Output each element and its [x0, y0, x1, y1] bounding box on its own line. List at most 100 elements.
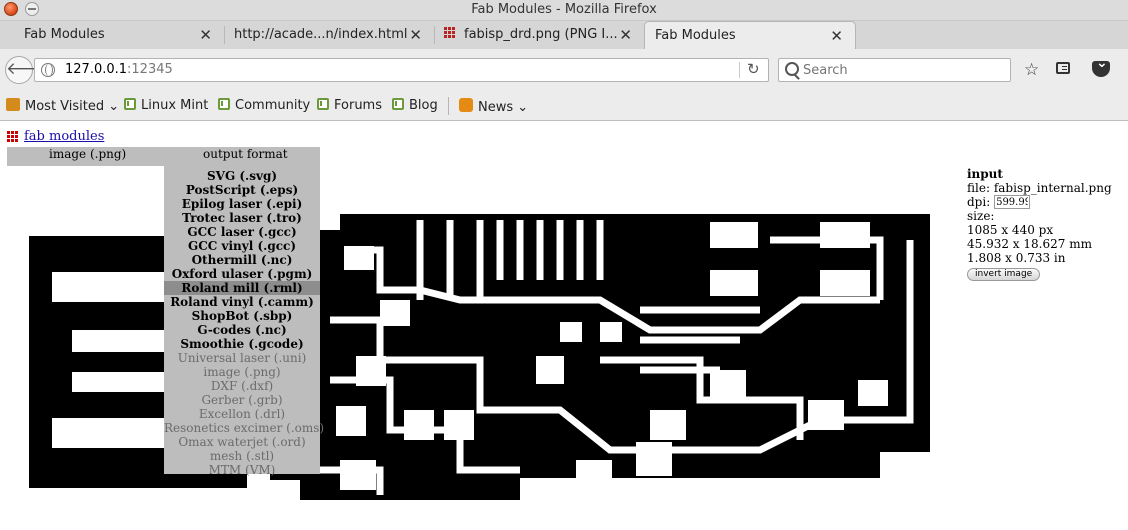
format-option: DXF (.dxf) [210, 379, 274, 393]
fab-favicon-icon [444, 27, 456, 39]
tab-academy-index[interactable]: http://acade...n/index.html ✕ [224, 21, 434, 49]
pcb-pad [52, 272, 164, 302]
pocket-icon[interactable] [1092, 55, 1110, 77]
format-option[interactable]: Trotec laser (.tro) [182, 211, 302, 225]
input-dpi-row: dpi: [967, 195, 1112, 209]
site-info-globe-icon[interactable] [41, 63, 55, 77]
window-title: Fab Modules - Mozilla Firefox [471, 2, 657, 17]
reading-list-icon[interactable] [1056, 62, 1070, 74]
input-format-selector[interactable]: image (.png) [49, 147, 127, 161]
chevron-down-icon: ⌄ [517, 100, 529, 115]
format-option: mesh (.stl) [209, 449, 275, 463]
url-host: 127.0.0.1 [65, 62, 128, 77]
search-icon [785, 62, 799, 76]
bookmark-label: Linux Mint [141, 98, 209, 113]
bookmark-blog[interactable]: Blog [392, 98, 438, 113]
url-divider [739, 62, 740, 78]
mint-icon [392, 98, 404, 110]
size-mm: 45.932 x 18.627 mm [967, 237, 1092, 251]
folder-icon [6, 98, 20, 111]
bookmarks-toolbar: Most Visited ⌄ Linux Mint Community Foru… [0, 93, 1128, 121]
bookmark-most-visited[interactable]: Most Visited ⌄ [6, 98, 119, 114]
tab-label: http://acade...n/index.html [234, 27, 408, 42]
bookmark-label: Community [235, 98, 311, 113]
fab-logo-icon [7, 131, 19, 143]
chevron-down-icon: ⌄ [108, 99, 120, 114]
tab-close-icon[interactable]: ✕ [409, 26, 422, 44]
pcb-pad [52, 418, 164, 448]
bookmark-separator [448, 97, 449, 115]
input-info-panel: input file: fabisp_internal.png dpi: siz… [967, 167, 1112, 281]
format-option[interactable]: GCC vinyl (.gcc) [187, 239, 297, 253]
bookmark-label: News [478, 100, 514, 115]
format-option[interactable]: Roland vinyl (.camm) [170, 295, 314, 309]
dpi-label: dpi: [967, 195, 991, 209]
format-option: Gerber (.grb) [201, 393, 283, 407]
invert-image-button[interactable]: invert image [967, 267, 1041, 281]
input-heading: input [967, 167, 1003, 181]
bookmark-linux-mint[interactable]: Linux Mint [124, 98, 208, 113]
bookmark-label: Blog [409, 98, 438, 113]
reload-icon[interactable]: ↻ [747, 60, 760, 78]
file-name: fabisp_internal.png [993, 181, 1112, 195]
format-option[interactable]: Roland mill (.rml) [164, 281, 320, 295]
window-close-icon[interactable] [4, 2, 18, 16]
tab-label: Fab Modules [655, 28, 736, 43]
rss-icon [459, 98, 473, 112]
navigation-toolbar: 🡐 127.0.0.1:12345 ↻ ☆ [0, 49, 1128, 93]
format-option[interactable]: Oxford ulaser (.pgm) [171, 267, 313, 281]
mint-icon [218, 98, 230, 110]
format-option: Excellon (.drl) [198, 407, 286, 421]
size-in: 1.808 x 0.733 in [967, 251, 1066, 265]
tab-fab-modules-active[interactable]: Fab Modules ✕ [644, 21, 856, 49]
back-arrow-icon[interactable]: 🡐 [5, 56, 52, 84]
pcb-pad [72, 330, 164, 352]
mint-icon [317, 98, 329, 110]
input-file-row: file: fabisp_internal.png [967, 181, 1112, 195]
tab-fabisp-png[interactable]: fabisp_drd.png (PNG I... ✕ [434, 21, 644, 49]
format-option: Universal laser (.uni) [177, 351, 307, 365]
format-option[interactable]: GCC laser (.gcc) [187, 225, 297, 239]
pcb-pad [72, 372, 164, 392]
format-option[interactable]: PostScript (.eps) [185, 183, 299, 197]
format-option[interactable]: G-codes (.nc) [197, 323, 287, 337]
tab-label: fabisp_drd.png (PNG I... [464, 27, 618, 42]
format-option: MTM (VM) [208, 463, 276, 477]
format-option: Resonetics excimer (.oms) [164, 421, 325, 435]
format-option: image (.png) [203, 365, 281, 379]
format-option[interactable]: Smoothie (.gcode) [180, 337, 304, 351]
window-minimize-icon[interactable] [25, 2, 39, 16]
bookmark-label: Forums [334, 98, 382, 113]
url-port: :12345 [127, 62, 173, 77]
mint-icon [124, 98, 136, 110]
window-titlebar: Fab Modules - Mozilla Firefox [0, 0, 1128, 21]
file-label: file: [967, 181, 990, 195]
tab-fab-modules-1[interactable]: Fab Modules ✕ [0, 21, 224, 49]
tab-close-icon[interactable]: ✕ [619, 26, 632, 44]
bookmark-community[interactable]: Community [218, 98, 310, 113]
bookmark-forums[interactable]: Forums [317, 98, 382, 113]
fab-modules-link[interactable]: fab modules [24, 129, 105, 144]
tab-label: Fab Modules [24, 27, 105, 42]
format-option[interactable]: SVG (.svg) [206, 169, 278, 183]
format-option[interactable]: ShopBot (.sbp) [191, 309, 293, 323]
search-box[interactable] [778, 58, 1011, 82]
tab-strip: Fab Modules ✕ http://acade...n/index.htm… [0, 21, 1128, 69]
format-option[interactable]: Epilog laser (.epi) [181, 197, 303, 211]
output-format-menu: SVG (.svg)PostScript (.eps)Epilog laser … [164, 166, 325, 477]
size-label: size: [967, 209, 995, 223]
bookmark-star-icon[interactable]: ☆ [1024, 60, 1040, 80]
format-control-bar: image (.png) output format [7, 147, 320, 166]
bookmark-label: Most Visited [25, 99, 105, 114]
tab-close-icon[interactable]: ✕ [199, 26, 212, 44]
pcb-pads [336, 222, 888, 490]
bookmark-news[interactable]: News ⌄ [459, 98, 528, 115]
url-bar[interactable]: 127.0.0.1:12345 ↻ [34, 58, 769, 82]
format-option: Omax waterjet (.ord) [178, 435, 306, 449]
search-input[interactable] [803, 62, 1003, 78]
tab-close-icon[interactable]: ✕ [830, 27, 843, 45]
output-format-selector[interactable]: output format [203, 147, 288, 161]
url-text[interactable]: 127.0.0.1:12345 [65, 62, 173, 77]
dpi-input[interactable] [994, 195, 1031, 209]
format-option[interactable]: Othermill (.nc) [191, 253, 293, 267]
